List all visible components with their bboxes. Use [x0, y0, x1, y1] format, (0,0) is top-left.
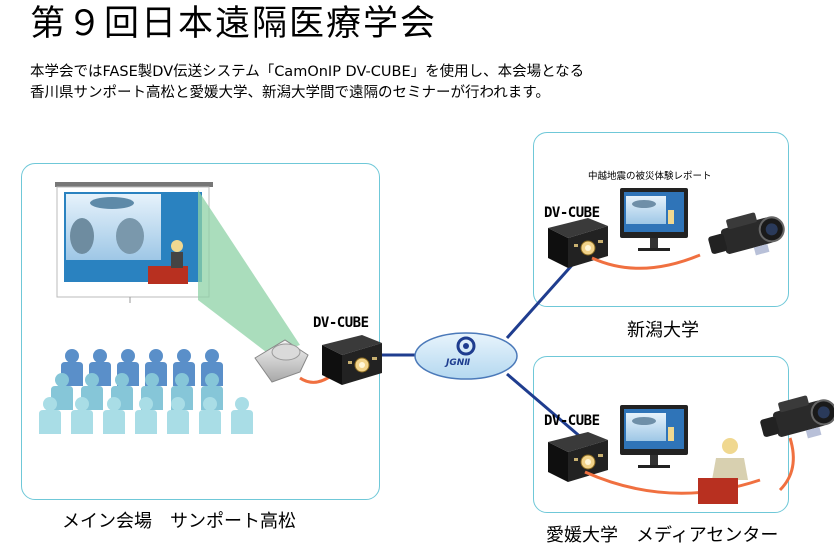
- projection-screen: [55, 182, 213, 303]
- niigata-screen-caption: 中越地震の被災体験レポート: [588, 171, 712, 182]
- niigata-venue-label: 新潟大学: [627, 320, 699, 341]
- main-venue-label: メイン会場 サンポート高松: [62, 511, 296, 532]
- niigata-dv-cube-label: DV-CUBE: [544, 205, 600, 221]
- network-cloud-icon: [414, 332, 518, 380]
- ehime-camera-icon: [755, 387, 834, 451]
- ehime-dv-cube-icon: [547, 431, 609, 483]
- network-logo-text: JGNⅡ: [446, 358, 471, 368]
- page-title: 第９回日本遠隔医療学会: [30, 4, 438, 44]
- projector-icon: [254, 339, 309, 383]
- intro-line-2: 香川県サンポート高松と愛媛大学、新潟大学間で遠隔のセミナーが行われます。: [30, 85, 550, 101]
- ehime-monitor-icon: [620, 405, 688, 468]
- audience-icon: [39, 349, 253, 434]
- intro-line-1: 本学会ではFASE製DV伝送システム「CamOnIP DV-CUBE」を使用し、…: [30, 64, 585, 80]
- main-dv-cube-label: DV-CUBE: [313, 315, 369, 331]
- projection-beam: [198, 190, 300, 355]
- niigata-monitor-icon: [620, 188, 688, 251]
- speaker-icon: [698, 438, 748, 504]
- ehime-dv-cube-label: DV-CUBE: [544, 413, 600, 429]
- intro-text: 本学会ではFASE製DV伝送システム「CamOnIP DV-CUBE」を使用し、…: [30, 62, 584, 104]
- niigata-camera-icon: [703, 204, 790, 268]
- ehime-venue-label: 愛媛大学 メディアセンター: [546, 525, 779, 546]
- main-dv-cube-icon: [321, 334, 383, 386]
